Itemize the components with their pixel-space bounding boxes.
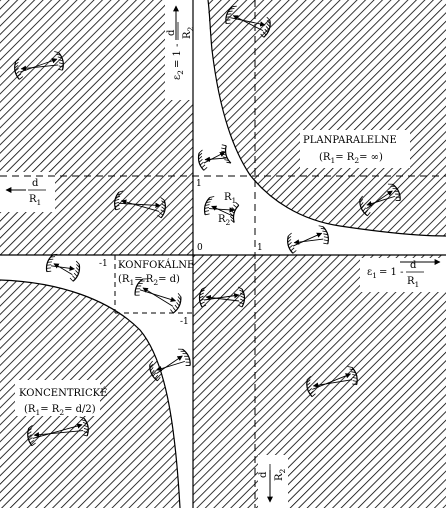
arrow-head-icon — [366, 195, 395, 207]
resonator-glyph-11 — [27, 416, 89, 447]
svg-text:KONCENTRICKÉ: KONCENTRICKÉ — [19, 387, 107, 399]
mirror-icon — [72, 264, 81, 282]
r1-label: R1 — [224, 192, 236, 205]
tick-one-x: 1 — [257, 243, 263, 253]
svg-text:d: d — [32, 178, 39, 189]
arrow-head-icon — [312, 373, 352, 390]
planparalelne-label: PLANPARALELNE (R1= R2= ∞) — [303, 135, 397, 165]
tick-one-y: 1 — [196, 179, 202, 189]
arrow-head-icon — [156, 360, 185, 372]
svg-text:R1: R1 — [407, 276, 419, 289]
mirror-icon — [83, 417, 89, 437]
tick-zero: 0 — [197, 243, 203, 253]
mirror-icon — [45, 254, 54, 272]
arrow-head-icon — [312, 379, 353, 388]
resonator-glyph-12 — [306, 366, 358, 398]
resonator-glyph-7 — [45, 253, 81, 282]
arrow-head-icon — [32, 423, 83, 439]
svg-text:(R1= R2= ∞): (R1= R2= ∞) — [319, 152, 383, 165]
resonator-glyph-10 — [149, 348, 191, 382]
eps2-axis-label: ε2= 1 - d R2 — [166, 22, 195, 80]
svg-text:R2: R2 — [182, 26, 195, 39]
arrow-head-icon — [293, 238, 324, 245]
mirror-icon — [263, 20, 271, 38]
resonator-glyphs — [14, 5, 401, 447]
resonator-glyph-5 — [359, 183, 401, 217]
mirror-icon — [203, 197, 211, 215]
svg-text:ε1= 1 -: ε1= 1 - — [367, 267, 403, 280]
bottom-axis-label: d R2 — [258, 464, 287, 482]
arrow-head-icon — [211, 205, 234, 217]
konfokalne-label: KONFOKÁLNE (R1= R2= d) — [118, 259, 194, 287]
hatch-region-bottom-right — [193, 255, 446, 508]
svg-text:(R1= R2= d/2): (R1= R2= d/2) — [24, 404, 96, 417]
arrow-head-icon — [205, 294, 240, 302]
svg-text:R1: R1 — [29, 194, 41, 207]
resonator-glyph-1 — [225, 5, 271, 38]
svg-text:ε2= 1 -: ε2= 1 - — [172, 44, 185, 80]
arrow-head-icon — [204, 156, 227, 162]
arrow-head-icon — [203, 151, 226, 164]
arrow-head-icon — [142, 287, 174, 307]
r2-label: R2 — [218, 214, 231, 227]
mirror-icon — [322, 226, 329, 245]
mirror-icon — [232, 204, 240, 223]
resonator-glyph-0 — [14, 51, 64, 80]
mirror-icon — [197, 152, 205, 171]
boundary-curve-bottom-left — [0, 279, 181, 508]
svg-text:(R1= R2= d): (R1= R2= d) — [118, 274, 180, 287]
resonator-glyph-6 — [287, 225, 329, 254]
eps1-axis-label: ε1= 1 - d R1 — [367, 260, 424, 289]
svg-text:d: d — [258, 471, 269, 478]
resonator-glyph-2 — [197, 144, 232, 171]
resonator-glyph-3 — [114, 190, 166, 219]
svg-text:R2: R2 — [274, 468, 287, 481]
tick-minus-one-x: -1 — [99, 259, 108, 269]
arrow-head-icon — [120, 199, 160, 212]
hatch-region-top-left — [0, 0, 193, 255]
mirror-icon — [392, 183, 401, 201]
resonator-glyph-9 — [198, 286, 246, 308]
svg-text:d: d — [410, 260, 417, 271]
koncentricke-label: KONCENTRICKÉ (R1= R2= d/2) — [19, 387, 107, 417]
boundary-curve-top-right — [207, 0, 446, 237]
mirror-icon — [182, 348, 191, 366]
resonator-glyph-8 — [134, 278, 182, 314]
hatch-region-top-right — [208, 0, 446, 236]
mirror-icon — [134, 278, 144, 296]
tick-minus-one-y: -1 — [180, 317, 189, 327]
arrow-head-icon — [33, 430, 84, 438]
resonator-glyph-4 — [203, 196, 240, 223]
svg-text:d: d — [166, 29, 177, 36]
arrow-head-icon — [50, 265, 75, 271]
svg-text:PLANPARALELNE: PLANPARALELNE — [303, 135, 397, 146]
mirror-icon — [359, 199, 368, 217]
arrow-head-icon — [232, 15, 264, 32]
mirror-icon — [224, 145, 232, 164]
arrow-head-icon — [20, 64, 59, 71]
arrow-head-icon — [53, 263, 73, 275]
svg-text:KONFOKÁLNE: KONFOKÁLNE — [118, 259, 194, 271]
left-axis-label: d R1 — [28, 178, 46, 207]
mirror-icon — [287, 235, 294, 254]
